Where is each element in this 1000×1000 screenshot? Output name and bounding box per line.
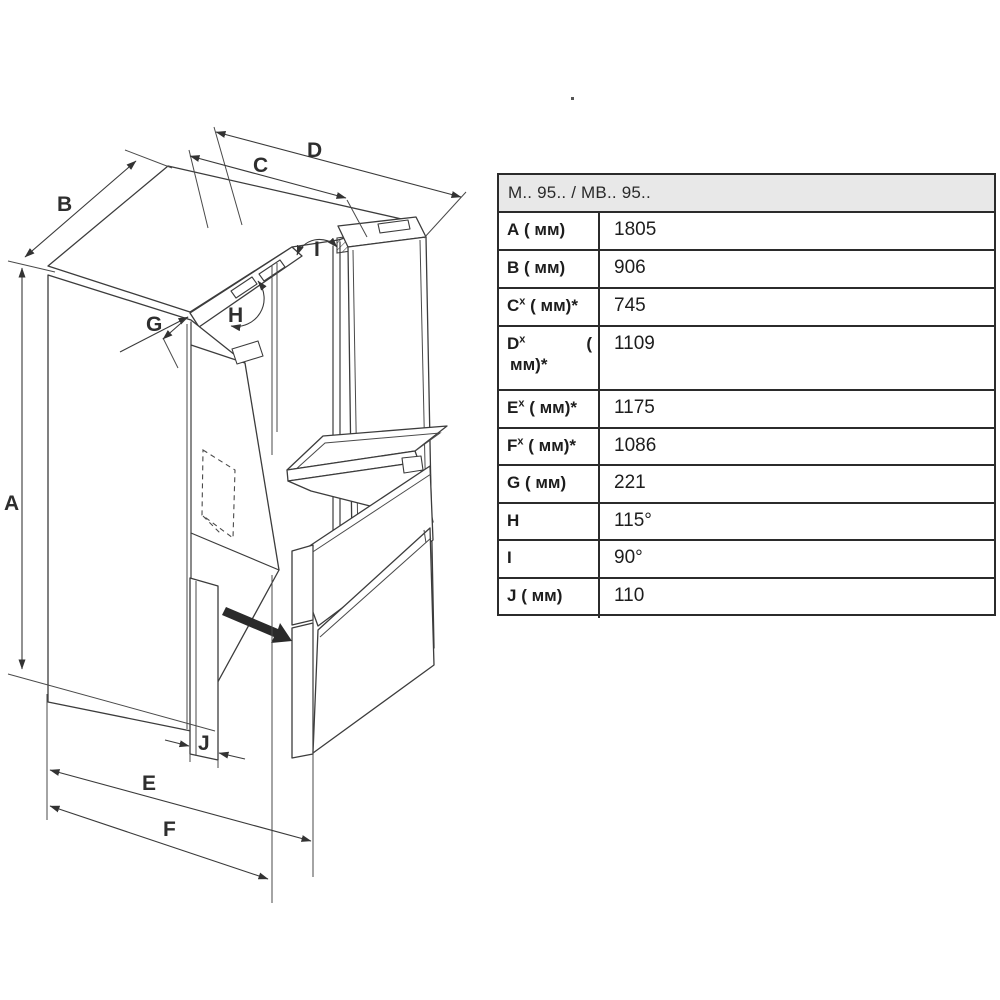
table-row-d: Dx(мм)* 1109 [499,325,994,389]
row-label: I [499,541,600,577]
dim-label-f: F [163,818,176,841]
dim-label-d: D [307,139,322,162]
dimensions-table: M.. 95.. / MB.. 95.. A ( мм) 1805 B ( мм) 9… [497,173,996,618]
upper-drawer-top-band [295,473,432,564]
row-value: 1086 [614,435,657,456]
dim-label-i: I [314,238,320,261]
dim-label-g: G [146,313,162,336]
table-row-j: J ( мм) 110 [499,577,994,618]
row-value: 745 [614,295,646,316]
ext-floor [7,673,216,732]
pull-direction-arrow [222,607,292,643]
drawer-tub-inner-rim [293,432,442,472]
row-value: 110 [614,585,645,606]
lower-drawer-notch [423,529,427,544]
row-value: 1805 [614,219,657,240]
lower-drawer-front [312,527,435,754]
angle-arc-h [230,280,267,332]
dimension-line-j-right [218,751,246,760]
dim-label-j: J [198,732,210,755]
dimension-line-g [119,316,189,353]
dim-label-b: B [57,193,72,216]
dimension-line-g-arrow [162,316,189,340]
ext-top-left [7,260,56,273]
row-label: Ex ( мм)* [499,391,600,427]
drawer-endcap-lower [291,622,314,759]
row-label: Fx ( мм)* [499,429,600,464]
table-row-g: G ( мм) 221 [499,464,994,502]
dim-label-h: H [228,304,243,327]
hidden-handle-outline [201,449,236,540]
row-label: A ( мм) [499,213,600,249]
dimension-line-d [215,131,462,198]
row-label: G ( мм) [499,466,600,502]
dimension-line-f [49,805,269,880]
table-row-f: Fx ( мм)* 1086 [499,427,994,464]
left-door [47,274,280,732]
table-row-h: H 115° [499,502,994,539]
row-label: Cx ( мм)* [499,289,600,325]
dim-label-a: A [4,492,19,515]
drawer-endcap-upper [291,544,314,626]
row-value: 115° [614,510,652,531]
table-header-model: M.. 95.. / MB.. 95.. [499,175,994,211]
table-row-i: I 90° [499,539,994,577]
row-label: B ( мм) [499,251,600,287]
ext-c-right [346,199,368,238]
dim-label-e: E [142,772,156,795]
table-row-e: Ex ( мм)* 1175 [499,389,994,427]
right-door-handle-recess [377,219,411,234]
hidden-handle-line [202,515,222,535]
row-value: 221 [614,472,646,493]
lower-drawer-top-band [319,537,432,638]
row-label: J ( мм) [499,579,600,618]
table-row-a: A ( мм) 1805 [499,211,994,249]
angle-arc-i [296,237,338,256]
left-door-bottom-slant [190,532,280,571]
dim-label-c: C [253,154,268,177]
ext-g [162,337,179,369]
stray-dot [571,97,574,100]
row-value: 90° [614,547,643,568]
table-row-c: Cx ( мм)* 745 [499,287,994,325]
row-label: H [499,504,600,539]
row-value: 906 [614,257,646,278]
row-value: 1109 [614,333,655,354]
row-label: Dx(мм)* [499,327,600,389]
left-door-grip-recess [231,340,264,365]
ext-d-right [423,191,467,239]
ext-b-top [124,149,173,169]
drawer-tub-grip-notch [401,455,424,474]
dimension-line-j-left [164,739,190,748]
row-value: 1175 [614,397,655,418]
dimension-line-b [24,160,137,258]
table-row-b: B ( мм) 906 [499,249,994,287]
